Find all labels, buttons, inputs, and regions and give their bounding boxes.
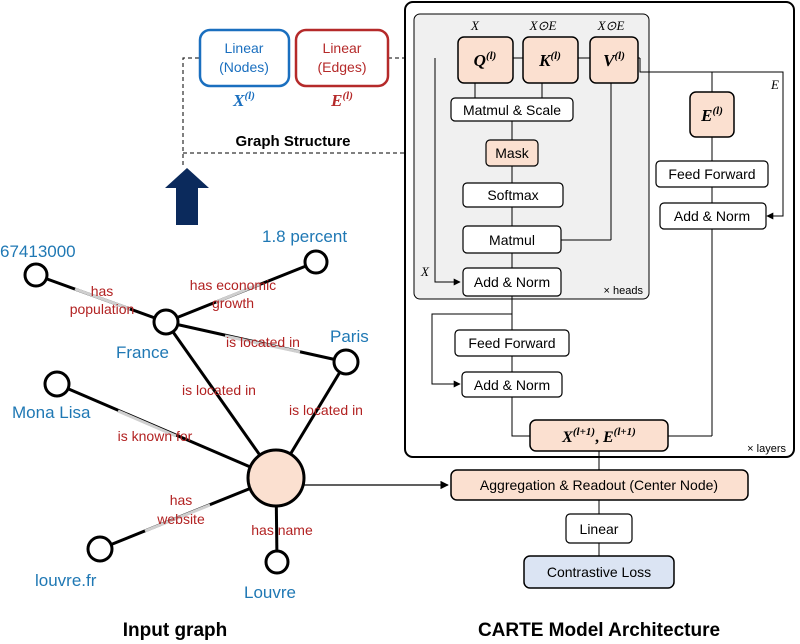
node-label-growth: 1.8 percent [262, 227, 347, 246]
k-box [522, 36, 579, 84]
edge-label-website-1: has [170, 492, 193, 508]
readout-linear-label: Linear [580, 521, 619, 537]
linear-edges-box [294, 28, 390, 88]
mask-label: Mask [495, 145, 529, 161]
layers-label: × layers [747, 443, 786, 455]
e-symbol: E(l) [700, 105, 723, 125]
layer-feed-forward-label: Feed Forward [468, 335, 555, 351]
layer-output-box [529, 419, 669, 452]
readout-linear-box [565, 513, 633, 544]
matmul-label: Matmul [489, 232, 535, 248]
v-symbol: V(l) [603, 50, 625, 70]
heads-label: × heads [604, 285, 644, 297]
node-label-population: 67413000 [0, 242, 76, 261]
q-input-label: X [470, 18, 480, 33]
node-label-website: louvre.fr [35, 571, 97, 590]
heads-add-norm-label: Add & Norm [474, 274, 550, 290]
mask-box [485, 139, 539, 167]
aggregation-readout-box [450, 469, 749, 501]
node-paris [332, 348, 360, 376]
node-label-france: France [116, 343, 169, 362]
edge-add-norm-box [659, 202, 767, 230]
residual-x-label: X [420, 264, 430, 279]
graph-structure-label: Graph Structure [235, 133, 350, 150]
edge-label-population-2: population [70, 301, 135, 317]
input-graph: 67413000 1.8 percent France Paris Mona L… [0, 227, 369, 602]
layer-add-norm-label: Add & Norm [474, 377, 550, 393]
softmax-box [462, 182, 564, 208]
edge-label-website-2: website [156, 511, 205, 527]
linear-nodes-line1: Linear [225, 40, 264, 56]
q-box [457, 36, 514, 84]
edge-center-france [164, 321, 278, 479]
e-box [689, 91, 735, 138]
contrastive-loss-box [523, 555, 675, 589]
edge-feed-forward-label: Feed Forward [668, 166, 755, 182]
caption-carte-architecture: CARTE Model Architecture [478, 620, 720, 641]
v-box [589, 36, 639, 84]
node-monalisa [43, 370, 71, 398]
node-population [23, 262, 49, 288]
layer-add-norm-box [461, 371, 563, 398]
node-label-paris: Paris [330, 327, 369, 346]
contrastive-loss-label: Contrastive Loss [547, 564, 651, 580]
softmax-label: Softmax [487, 187, 538, 203]
v-input-label: X⊙E [597, 18, 625, 33]
up-arrow-icon [165, 168, 209, 225]
linear-nodes-box [198, 28, 291, 88]
caption-input-graph: Input graph [123, 620, 227, 641]
edge-label-known-for: is known for [118, 428, 193, 444]
edge-label-growth-1: has economic [190, 277, 276, 293]
edge-label-population-1: has [91, 283, 114, 299]
linear-edges-line2: (Edges) [317, 59, 366, 75]
linear-nodes-line2: (Nodes) [219, 59, 269, 75]
matmul-scale-box [450, 97, 574, 122]
node-label-name: Louvre [244, 583, 296, 602]
matmul-scale-label: Matmul & Scale [463, 102, 561, 118]
aggregation-readout-label: Aggregation & Readout (Center Node) [480, 477, 718, 493]
edge-label-name: has name [251, 522, 313, 538]
edge-label-growth-2: growth [212, 295, 254, 311]
edge-add-norm-label: Add & Norm [674, 208, 750, 224]
node-website [86, 535, 114, 563]
layer-output-label: X(l+1),E(l+1) [561, 426, 636, 446]
node-center [246, 448, 306, 508]
node-france [152, 308, 180, 336]
q-symbol: Q(l) [474, 50, 497, 70]
k-input-label: X⊙E [529, 18, 557, 33]
edge-label-located-center-france: is located in [182, 382, 256, 398]
edge-label-located-center-paris: is located in [289, 402, 363, 418]
k-symbol: K(l) [538, 50, 561, 70]
node-growth [303, 249, 329, 275]
node-name [264, 549, 290, 575]
linear-edges-symbol: E(l) [330, 90, 353, 110]
edge-feed-forward-box [655, 160, 769, 188]
linear-edges-line1: Linear [323, 40, 362, 56]
dashed-to-linear-nodes [182, 57, 200, 165]
node-label-monalisa: Mona Lisa [12, 403, 91, 422]
edge-label-located-paris: is located in [226, 334, 300, 350]
linear-nodes-symbol: X(l) [232, 90, 255, 110]
matmul-box [462, 225, 562, 254]
layer-feed-forward-box [454, 329, 570, 357]
edge-input-label: E [770, 77, 779, 92]
heads-add-norm-box [462, 267, 562, 297]
